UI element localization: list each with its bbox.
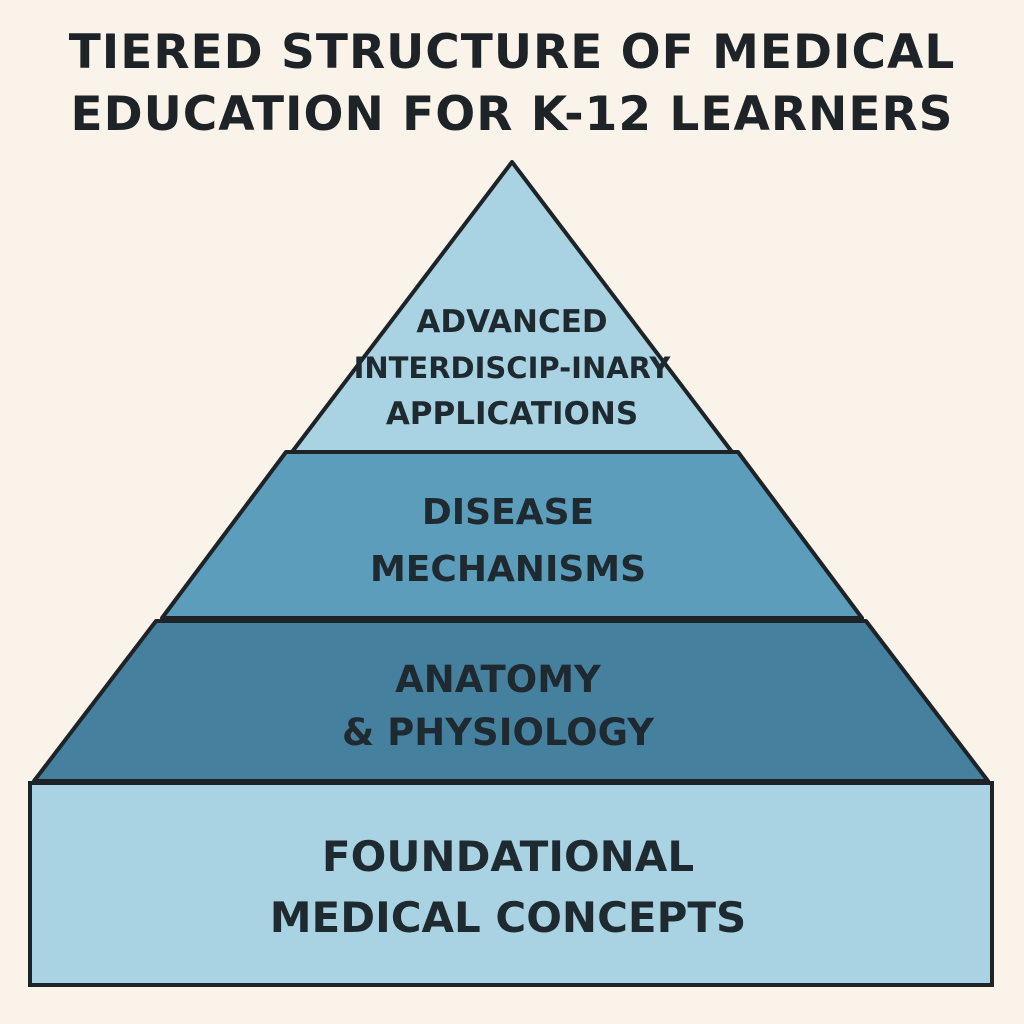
tier-anatomy-physiology-shape	[32, 619, 990, 783]
tier-advanced-line-3: APPLICATIONS	[386, 396, 638, 432]
tier-disease-line-1: DISEASE	[422, 492, 594, 533]
tier-anatomy-physiology: ANATOMY & PHYSIOLOGY	[32, 619, 990, 783]
tier-advanced-line-1: ADVANCED	[416, 304, 607, 340]
title-line-1: TIERED STRUCTURE OF MEDICAL	[68, 25, 956, 80]
tier-advanced-applications: ADVANCED INTERDISCIP-INARY APPLICATIONS	[290, 160, 734, 454]
tier-disease-line-2: MECHANISMS	[370, 549, 646, 590]
tier-disease-mechanisms: DISEASE MECHANISMS	[160, 450, 864, 620]
tier-foundational-line-1: FOUNDATIONAL	[322, 832, 694, 881]
tier-anatomy-line-1: ANATOMY	[395, 658, 602, 701]
tier-foundational-line-2: MEDICAL CONCEPTS	[270, 893, 747, 942]
tier-foundational-concepts: FOUNDATIONAL MEDICAL CONCEPTS	[28, 781, 994, 987]
diagram-title: TIERED STRUCTURE OF MEDICAL EDUCATION FO…	[0, 22, 1024, 146]
title-line-2: EDUCATION FOR K-12 LEARNERS	[70, 87, 954, 142]
tier-foundational-concepts-shape	[28, 781, 994, 987]
tier-advanced-line-2: INTERDISCIP-INARY	[354, 351, 672, 385]
tier-anatomy-line-2: & PHYSIOLOGY	[342, 711, 655, 754]
tier-disease-mechanisms-shape	[160, 450, 864, 620]
